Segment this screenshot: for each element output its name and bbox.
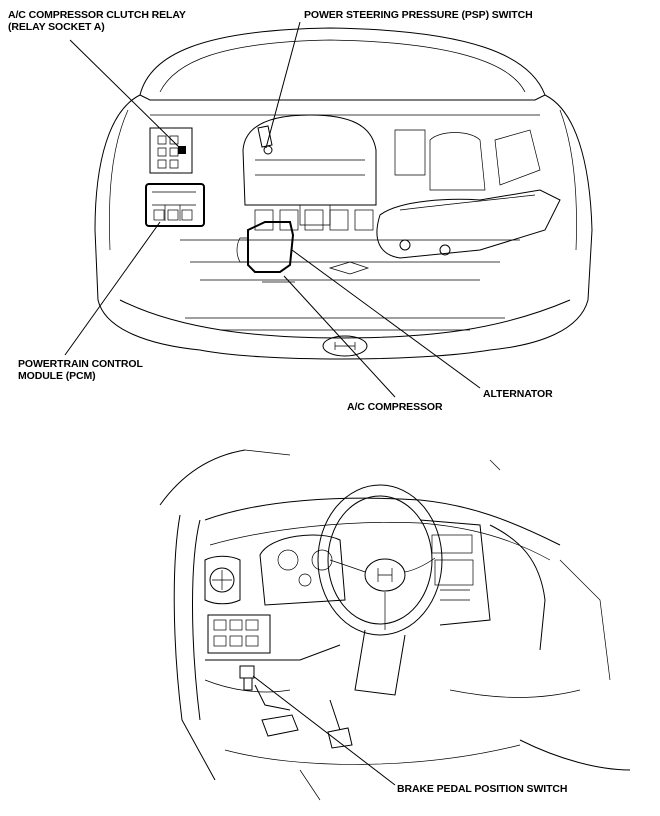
brake-pedal-position-switch-label: BRAKE PEDAL POSITION SWITCH bbox=[397, 783, 568, 795]
engine-compartment-illustration bbox=[64, 21, 593, 398]
ac-relay-label-line2: (RELAY SOCKET A) bbox=[8, 21, 105, 33]
pcm-label: POWERTRAIN CONTROL MODULE (PCM) bbox=[18, 358, 143, 382]
psp-switch-label: POWER STEERING PRESSURE (PSP) SWITCH bbox=[304, 9, 533, 21]
pcm-label-line1: POWERTRAIN CONTROL bbox=[18, 358, 143, 370]
pcm-label-line2: MODULE (PCM) bbox=[18, 370, 96, 382]
ac-compressor-clutch-relay-label: A/C COMPRESSOR CLUTCH RELAY (RELAY SOCKE… bbox=[8, 9, 186, 33]
ac-relay-label-line1: A/C COMPRESSOR CLUTCH RELAY bbox=[8, 9, 186, 21]
ac-compressor-label: A/C COMPRESSOR bbox=[347, 401, 443, 413]
alternator-label: ALTERNATOR bbox=[483, 388, 553, 400]
